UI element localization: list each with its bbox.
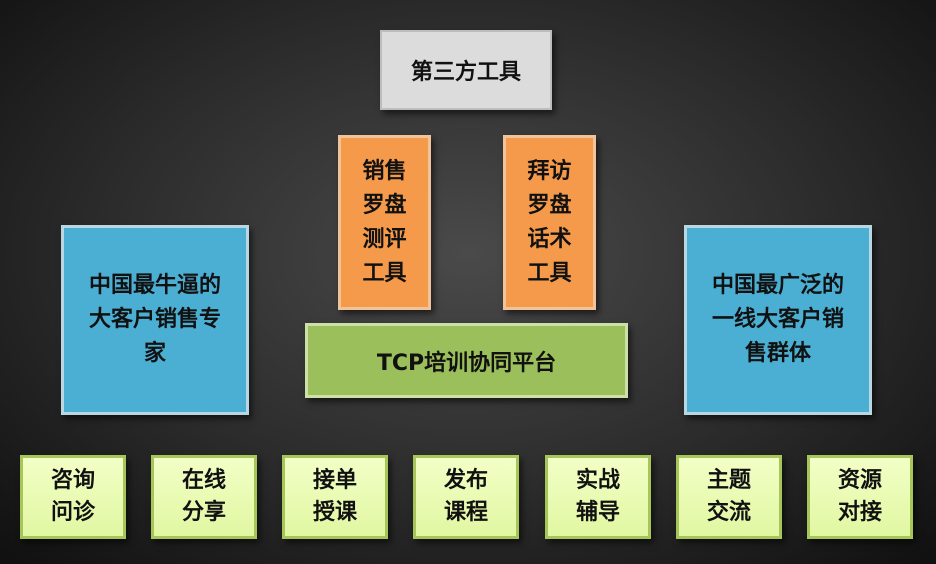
service-teaching-box: 接单 授课 [282,455,388,539]
service-label: 实战 辅导 [575,468,620,525]
top-sales-experts-label: 中国最牛逼的 大客户销售专 家 [88,273,221,366]
sales-compass-assessment-tool-box: 销售 罗盘 测评 工具 [338,135,431,310]
third-party-tools-box: 第三方工具 [380,30,552,110]
service-publish-course-box: 发布 课程 [413,455,519,539]
service-label: 发布 课程 [443,468,488,525]
service-coaching-box: 实战 辅导 [545,455,651,539]
top-sales-experts-box: 中国最牛逼的 大客户销售专 家 [61,225,249,415]
service-label: 接单 授课 [312,468,357,525]
service-online-sharing-box: 在线 分享 [151,455,257,539]
visit-compass-script-tool-box: 拜访 罗盘 话术 工具 [503,135,596,310]
service-label: 在线 分享 [181,468,226,525]
service-label: 主题 交流 [706,468,751,525]
service-resource-matching-box: 资源 对接 [807,455,913,539]
service-topic-exchange-box: 主题 交流 [676,455,782,539]
frontline-sales-group-box: 中国最广泛的 一线大客户销 售群体 [684,225,872,415]
service-label: 咨询 问诊 [50,468,95,525]
sales-compass-assessment-tool-label: 销售 罗盘 测评 工具 [362,158,407,286]
third-party-tools-label: 第三方工具 [410,60,521,85]
service-consulting-box: 咨询 问诊 [20,455,126,539]
visit-compass-script-tool-label: 拜访 罗盘 话术 工具 [527,158,572,286]
frontline-sales-group-label: 中国最广泛的 一线大客户销 售群体 [711,273,844,366]
service-label: 资源 对接 [837,468,882,525]
tcp-platform-box: TCP培训协同平台 [305,323,628,398]
tcp-platform-label: TCP培训协同平台 [376,350,557,376]
